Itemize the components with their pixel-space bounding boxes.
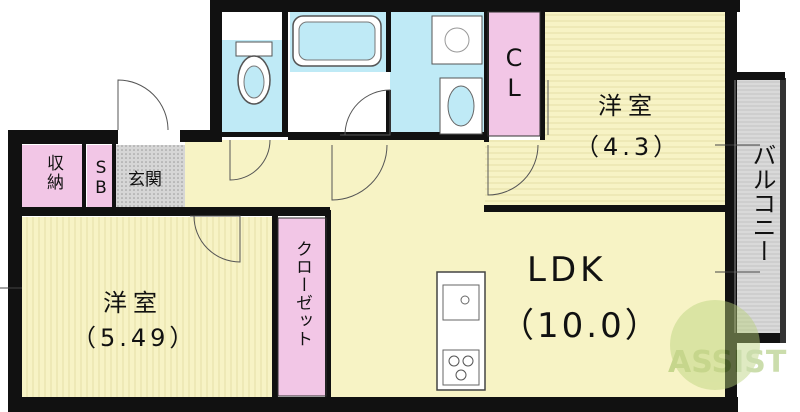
ldk-area: （10.0） bbox=[500, 306, 662, 346]
entrance-floor bbox=[115, 145, 185, 208]
closet-outline bbox=[277, 217, 327, 397]
washing-machine bbox=[431, 15, 483, 65]
closet-cl-outline bbox=[487, 11, 541, 137]
closet-floor bbox=[278, 218, 328, 396]
storage-label: 収納 bbox=[43, 154, 63, 192]
washbasin bbox=[439, 77, 483, 135]
closet-label: クローゼット bbox=[292, 240, 312, 348]
interior-walls bbox=[20, 12, 727, 398]
western-room-small-area: （4.3） bbox=[575, 133, 682, 161]
closet-cl-floor bbox=[488, 12, 540, 136]
svg-text:ASSIST: ASSIST bbox=[668, 345, 787, 380]
toilet bbox=[235, 41, 273, 105]
western-room-large-area: （5.49） bbox=[72, 324, 198, 352]
western-room-large-floor bbox=[22, 217, 272, 397]
western-room-small-name: 洋室 bbox=[598, 92, 658, 120]
balcony-label: バルコニー bbox=[748, 143, 776, 263]
ldk-name: LDK bbox=[527, 250, 607, 290]
doors bbox=[117, 79, 549, 263]
entrance-label: 玄関 bbox=[128, 170, 162, 190]
western-room-small-floor-2 bbox=[485, 140, 545, 207]
hallway-floor bbox=[185, 140, 485, 210]
window-marks bbox=[0, 80, 760, 333]
shoe-box-floor bbox=[87, 145, 112, 208]
western-room-small-floor bbox=[545, 12, 725, 207]
western-room-large-name: 洋室 bbox=[103, 289, 163, 317]
walls bbox=[8, 0, 786, 412]
ldk-floor bbox=[330, 210, 725, 397]
assist-logo-watermark: ASSIST bbox=[668, 300, 787, 390]
storage-floor bbox=[22, 145, 82, 208]
balcony-floor bbox=[735, 78, 780, 333]
kitchen-counter bbox=[436, 271, 486, 391]
shoe-box-label: SB bbox=[91, 158, 111, 198]
closet-cl-label: CL bbox=[500, 44, 528, 104]
